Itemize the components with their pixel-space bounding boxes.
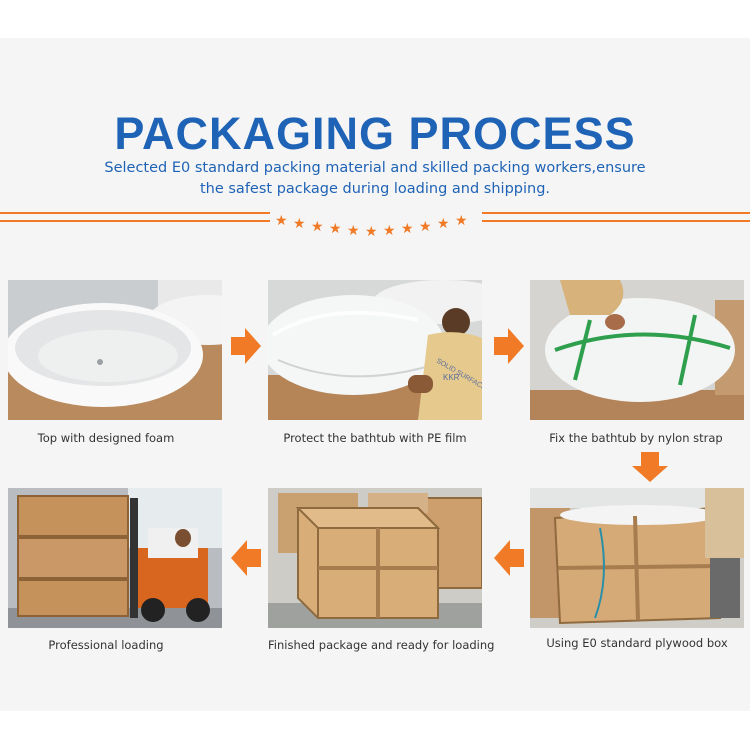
step-3-caption: Fix the bathtub by nylon strap [549, 431, 723, 445]
star-icon: ★ [401, 221, 414, 237]
step-1-caption: Top with designed foam [37, 431, 175, 445]
divider-left-top [0, 212, 270, 214]
star-icon: ★ [365, 224, 378, 240]
divider-left-bottom [0, 220, 270, 222]
step-5-photo [268, 488, 482, 628]
shirt-print-line2: KKR [443, 373, 460, 382]
divider-right-top [482, 212, 750, 214]
star-icon: ★ [437, 216, 450, 232]
step-5-caption: Finished package and ready for loading [268, 638, 495, 652]
star-icon: ★ [455, 213, 468, 229]
step-2-photo: SOLID SURFACE KKR [268, 280, 482, 420]
star-icon: ★ [419, 219, 432, 235]
step-3-photo [530, 280, 744, 420]
star-icon: ★ [383, 223, 396, 239]
star-icon: ★ [293, 216, 306, 232]
arrow-left-icon [231, 540, 261, 576]
arrow-left-icon [494, 540, 524, 576]
star-icon: ★ [347, 223, 360, 239]
star-arc: ★ ★ ★ ★ ★ ★ ★ ★ ★ ★ ★ [270, 212, 480, 242]
star-icon: ★ [275, 213, 288, 229]
star-icon: ★ [311, 219, 324, 235]
step-6-caption: Professional loading [48, 638, 164, 652]
step-4-photo [530, 488, 744, 628]
step-1-photo [8, 280, 222, 420]
page-subtitle: Selected E0 standard packing material an… [104, 160, 646, 197]
star-icon: ★ [329, 221, 342, 237]
step-4-caption: Using E0 standard plywood box [546, 636, 728, 650]
arrow-right-icon [494, 328, 524, 364]
step-2-caption: Protect the bathtub with PE film [283, 431, 467, 445]
arrow-right-icon [231, 328, 261, 364]
page-title: PACKAGING PROCESS [114, 108, 636, 159]
step-6-photo [8, 488, 222, 628]
arrow-down-icon [632, 452, 668, 482]
divider-right-bottom [482, 220, 750, 222]
